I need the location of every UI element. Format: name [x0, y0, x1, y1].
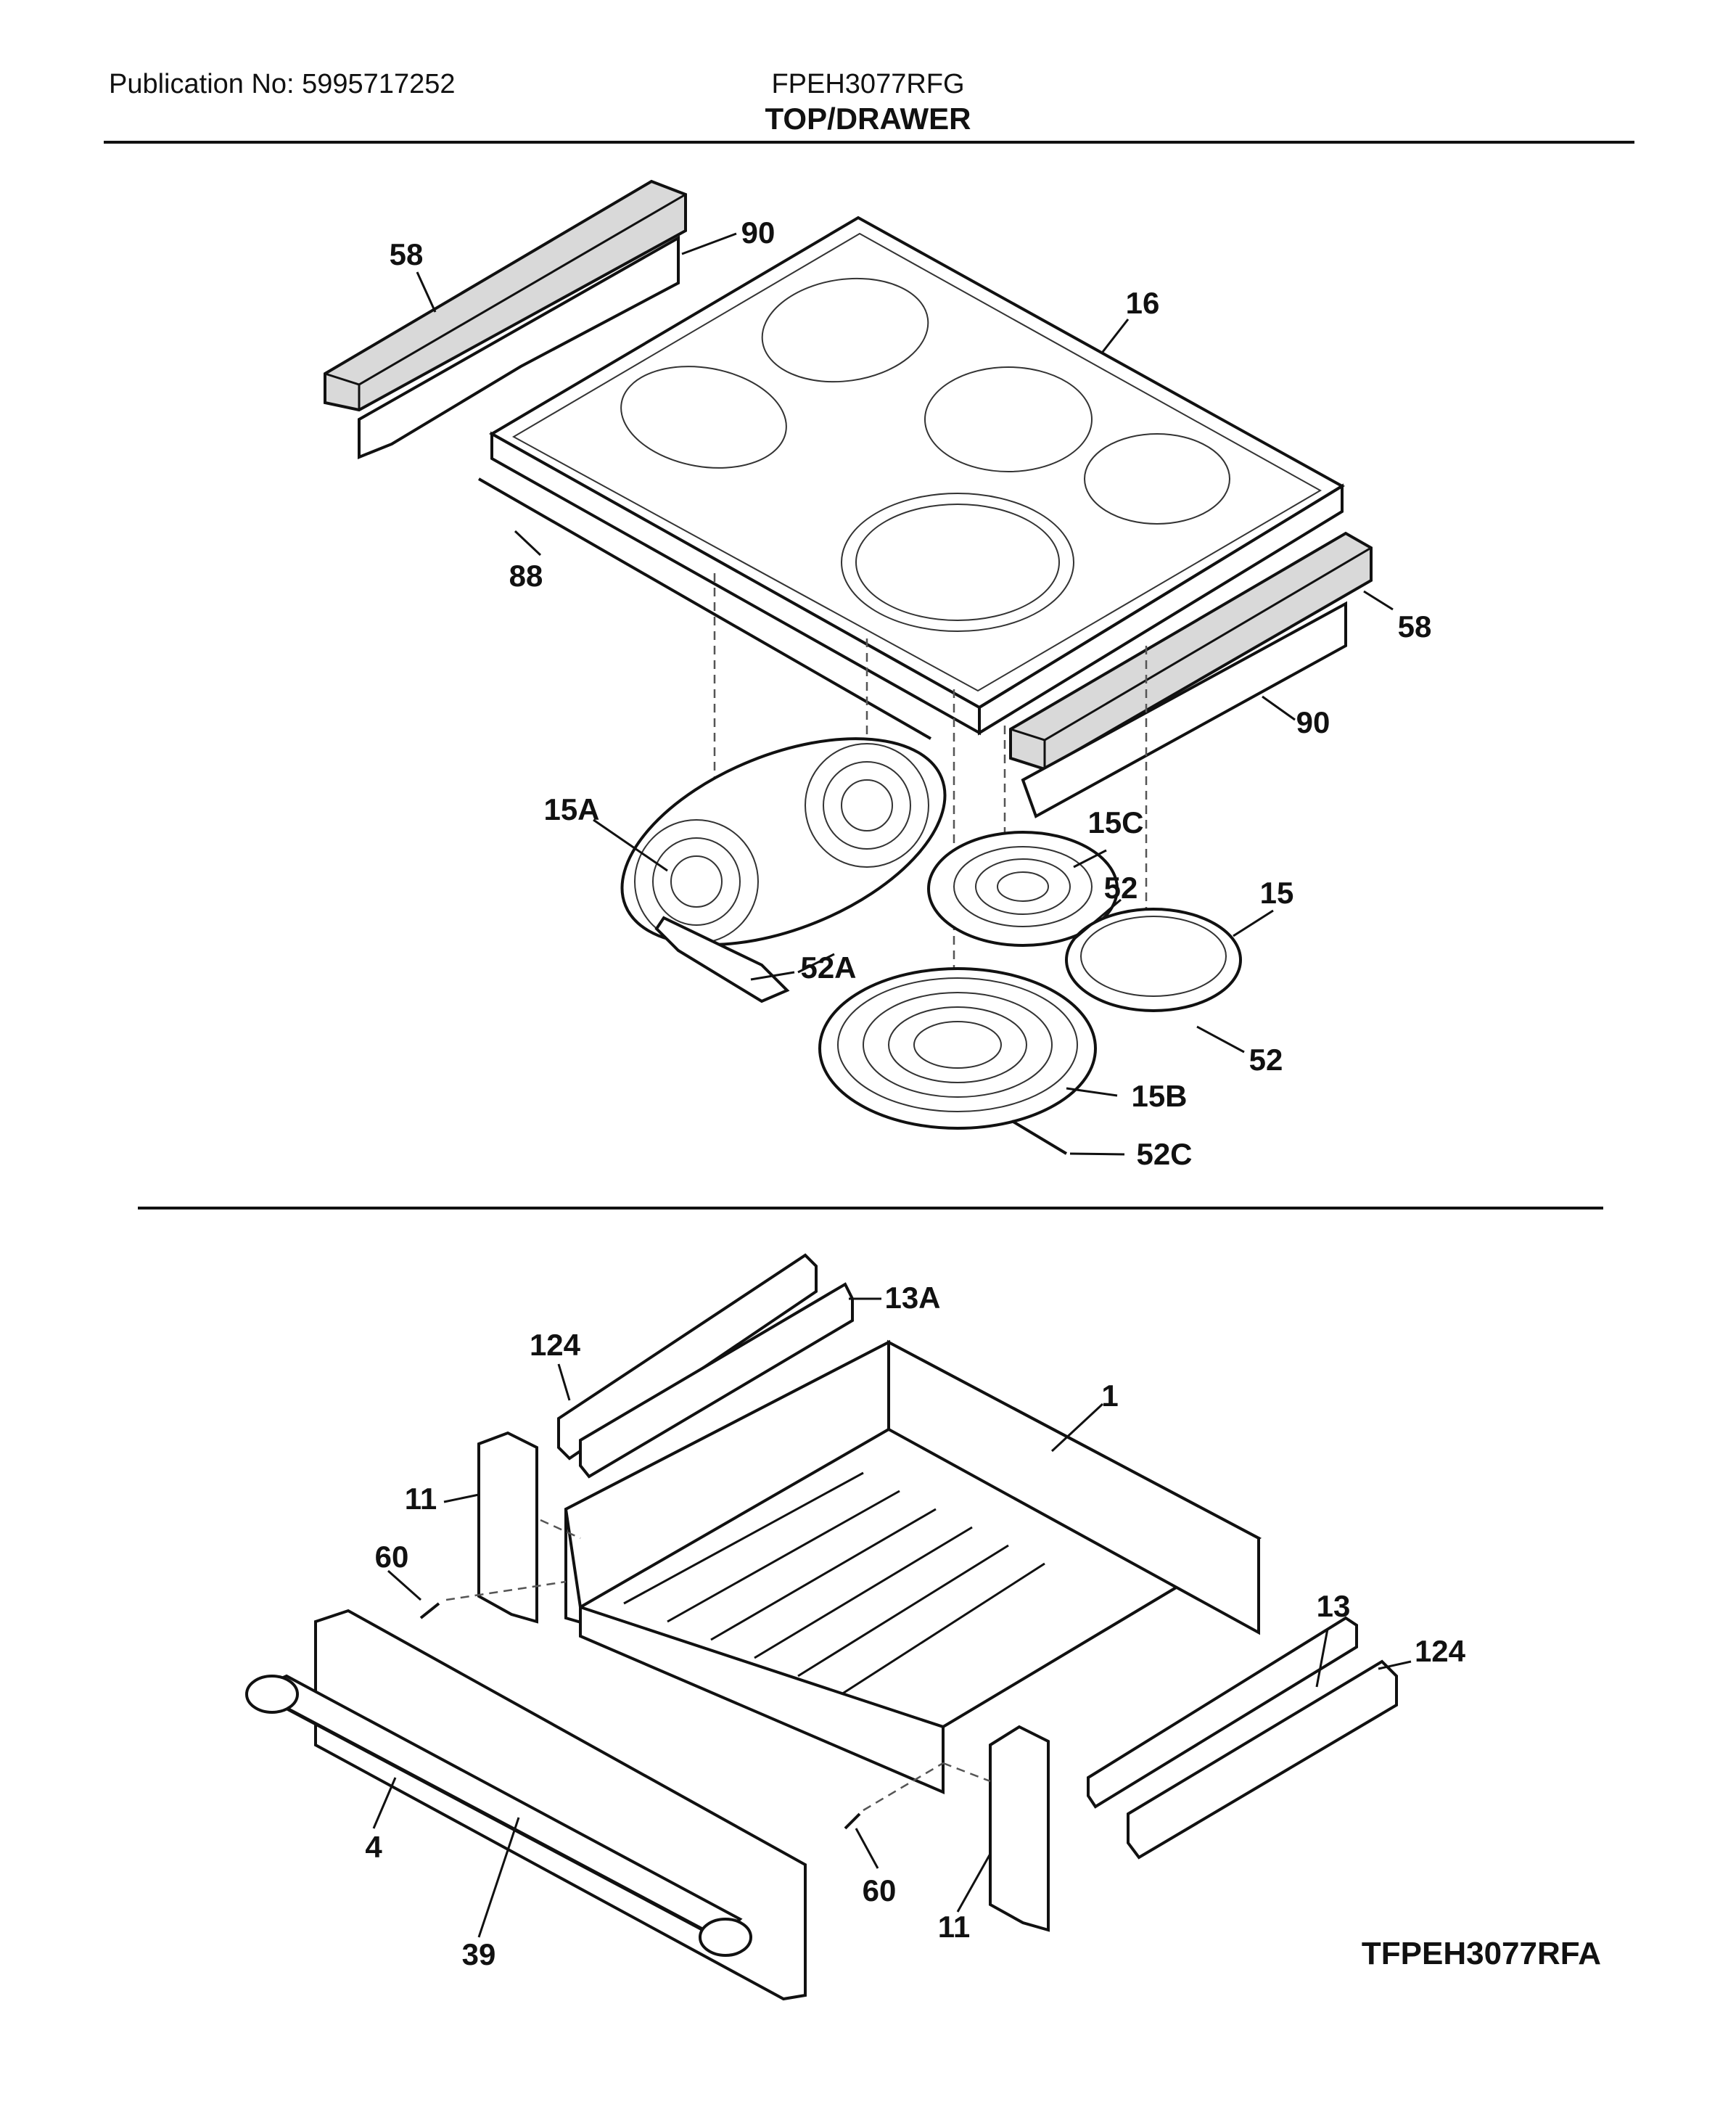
- callout-52-upper: 52: [1104, 871, 1138, 905]
- callout-88: 88: [509, 559, 543, 593]
- callout-15B: 15B: [1131, 1079, 1187, 1113]
- gasket-88: [478, 477, 931, 740]
- slide-rail-124-upper: [557, 1253, 818, 1461]
- callout-15: 15: [1260, 876, 1294, 910]
- drawer-bracket-11-right: [989, 1725, 1050, 1932]
- callout-52A: 52A: [800, 950, 856, 985]
- callout-52C: 52C: [1136, 1137, 1192, 1171]
- callout-11-right: 11: [938, 1910, 970, 1944]
- callout-15C: 15C: [1087, 805, 1143, 839]
- callout-124-lower: 124: [1415, 1634, 1466, 1668]
- trim-left-58: [324, 179, 687, 412]
- callout-13: 13: [1317, 1589, 1351, 1623]
- screw-60-left: [419, 1602, 440, 1619]
- rail-13A: [579, 1282, 854, 1479]
- callout-58-right: 58: [1398, 609, 1432, 644]
- callout-60-left: 60: [375, 1540, 409, 1574]
- publication-number: Publication No: 5995717252: [109, 69, 456, 99]
- callout-1: 1: [1101, 1379, 1118, 1413]
- callout-124-upper: 124: [530, 1328, 581, 1362]
- drawer-box-1: [564, 1339, 1262, 1795]
- element-15C: [927, 831, 1119, 947]
- rail-13: [1087, 1616, 1358, 1809]
- model-number: FPEH3077RFG: [771, 69, 965, 99]
- bracket-right-90: [1021, 601, 1347, 818]
- section-title: TOP/DRAWER: [765, 102, 971, 136]
- bracket-left-90: [358, 235, 680, 459]
- handle-end-left: [245, 1675, 299, 1714]
- callout-90-right: 90: [1296, 705, 1330, 739]
- drawer-bracket-11-left: [477, 1431, 538, 1624]
- callout-52-lower: 52: [1249, 1043, 1283, 1077]
- callout-11-left: 11: [405, 1482, 437, 1516]
- trim-right-58: [1009, 531, 1373, 771]
- handle-end-right: [699, 1918, 752, 1957]
- element-dual-15A: [620, 737, 947, 946]
- cooktop-glass-16: [488, 215, 1345, 736]
- callout-16: 16: [1126, 286, 1160, 320]
- element-15B: [818, 967, 1097, 1130]
- callout-90-left: 90: [741, 215, 776, 250]
- callout-58-left: 58: [390, 237, 424, 271]
- element-15: [1065, 908, 1242, 1012]
- callout-13A: 13A: [884, 1281, 940, 1315]
- strap-52C: [1011, 1120, 1068, 1155]
- cooktop-assembly: 58 90 16 88 58 90 15A 15C 52 15 52A 52 1…: [324, 179, 1432, 1171]
- slide-rail-124-lower: [1127, 1659, 1398, 1860]
- callout-15A: 15A: [543, 792, 599, 826]
- drawer-front-4: [250, 1609, 807, 2001]
- diagram-code: TFPEH3077RFA: [1361, 1936, 1601, 1971]
- callout-4: 4: [365, 1830, 382, 1864]
- callout-39: 39: [462, 1937, 496, 1971]
- strap-52A: [654, 916, 790, 1003]
- callout-60-right: 60: [863, 1873, 897, 1907]
- screw-60-right: [844, 1812, 861, 1830]
- drawer-assembly: 13A 124 1 11 60 13 124 4 39 60 11: [245, 1253, 1466, 2001]
